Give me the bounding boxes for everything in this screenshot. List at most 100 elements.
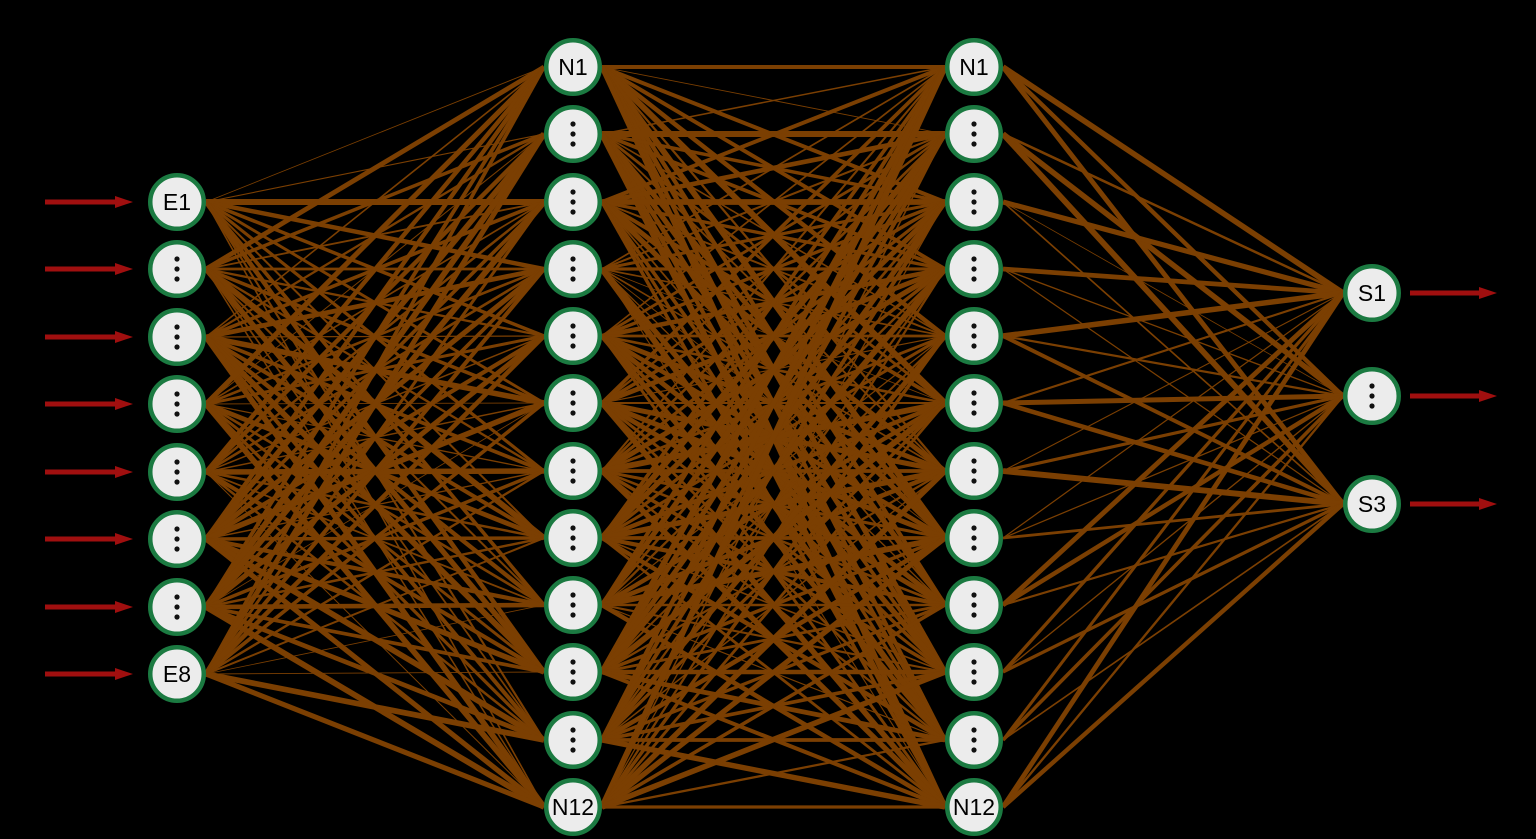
arrow-head-icon [115,331,133,343]
edge-line [601,66,946,472]
edge-line [1002,201,1344,397]
network-node [945,711,1003,769]
edge-line [1001,65,1345,506]
network-node [544,173,602,231]
ellipsis-dot [971,323,977,329]
edge-line [1001,394,1345,742]
edge-line [1002,334,1344,506]
vertical-ellipsis-icon [570,592,576,618]
input-arrow [45,398,133,410]
edge-line [1002,266,1344,296]
ellipsis-dot [174,469,180,475]
vertical-ellipsis-icon [174,256,180,282]
edge-line [1002,468,1344,507]
edge-line [1001,291,1345,674]
input-arrow [45,668,133,680]
ellipsis-dot [570,747,576,753]
network-node [945,173,1003,231]
ellipsis-dot [971,390,977,396]
ellipsis-dot [971,276,977,282]
node-circle [148,645,206,703]
ellipsis-dot [971,209,977,215]
input-arrow [45,196,133,208]
ellipsis-dot [570,141,576,147]
ellipsis-dot [570,602,576,608]
network-node [544,374,602,432]
edge-line [205,537,545,675]
node-circle [544,778,602,836]
ellipsis-dot [570,256,576,262]
node-circle [945,778,1003,836]
ellipsis-dot [174,546,180,552]
arrow-head-icon [1479,287,1497,299]
arrow-head-icon [115,263,133,275]
network-node [1343,367,1401,425]
ellipsis-dot [570,679,576,685]
network-node [945,240,1003,298]
ellipsis-dot [174,266,180,272]
input-arrow [45,331,133,343]
network-node: N1 [544,38,602,96]
vertical-ellipsis-icon [971,525,977,551]
edge-line [1001,131,1345,399]
ellipsis-dot [570,535,576,541]
edge-line [1002,292,1344,472]
edge-line [1002,394,1344,473]
edge-line [205,671,545,810]
edge-line [204,401,546,676]
network-node [544,509,602,567]
ellipsis-dot [570,612,576,618]
arrow-head-icon [115,533,133,545]
edge-line [1002,393,1344,406]
node-circle [1343,264,1401,322]
network-node [148,443,206,501]
edge-line [599,65,948,674]
ellipsis-dot [174,604,180,610]
vertical-ellipsis-icon [174,391,180,417]
network-node: S1 [1343,264,1401,322]
vertical-ellipsis-icon [174,324,180,350]
ellipsis-dot [570,410,576,416]
ellipsis-dot [570,276,576,282]
vertical-ellipsis-icon [570,659,576,685]
ellipsis-dot [570,199,576,205]
ellipsis-dot [971,410,977,416]
network-node [945,374,1003,432]
vertical-ellipsis-icon [174,459,180,485]
edge-line [601,66,946,337]
edge-line [601,268,946,808]
network-node: N1 [945,38,1003,96]
edge-line [1002,132,1344,295]
edge-line [204,65,546,406]
edge-line [204,334,546,676]
input-arrow [45,601,133,613]
ellipsis-dot [971,737,977,743]
edge-line [204,65,546,541]
edge-line [205,671,545,743]
edge-line [601,603,946,809]
edge-line [600,469,947,809]
ellipsis-dot [971,458,977,464]
ellipsis-dot [971,333,977,339]
edge-line [204,65,546,609]
network-node [945,307,1003,365]
node-circle [544,38,602,96]
edge-line [1002,199,1344,296]
ellipsis-dot [570,545,576,551]
edge-line [600,669,947,810]
edge-line [205,604,545,675]
edge-line [205,469,545,676]
ellipsis-dot [971,545,977,551]
ellipsis-dot [174,594,180,600]
ellipsis-dot [971,612,977,618]
edge-line [600,65,947,540]
ellipsis-dot [174,459,180,465]
network-node [544,240,602,298]
input-arrow [45,533,133,545]
ellipsis-dot [971,131,977,137]
vertical-ellipsis-icon [971,727,977,753]
ellipsis-dot [570,592,576,598]
